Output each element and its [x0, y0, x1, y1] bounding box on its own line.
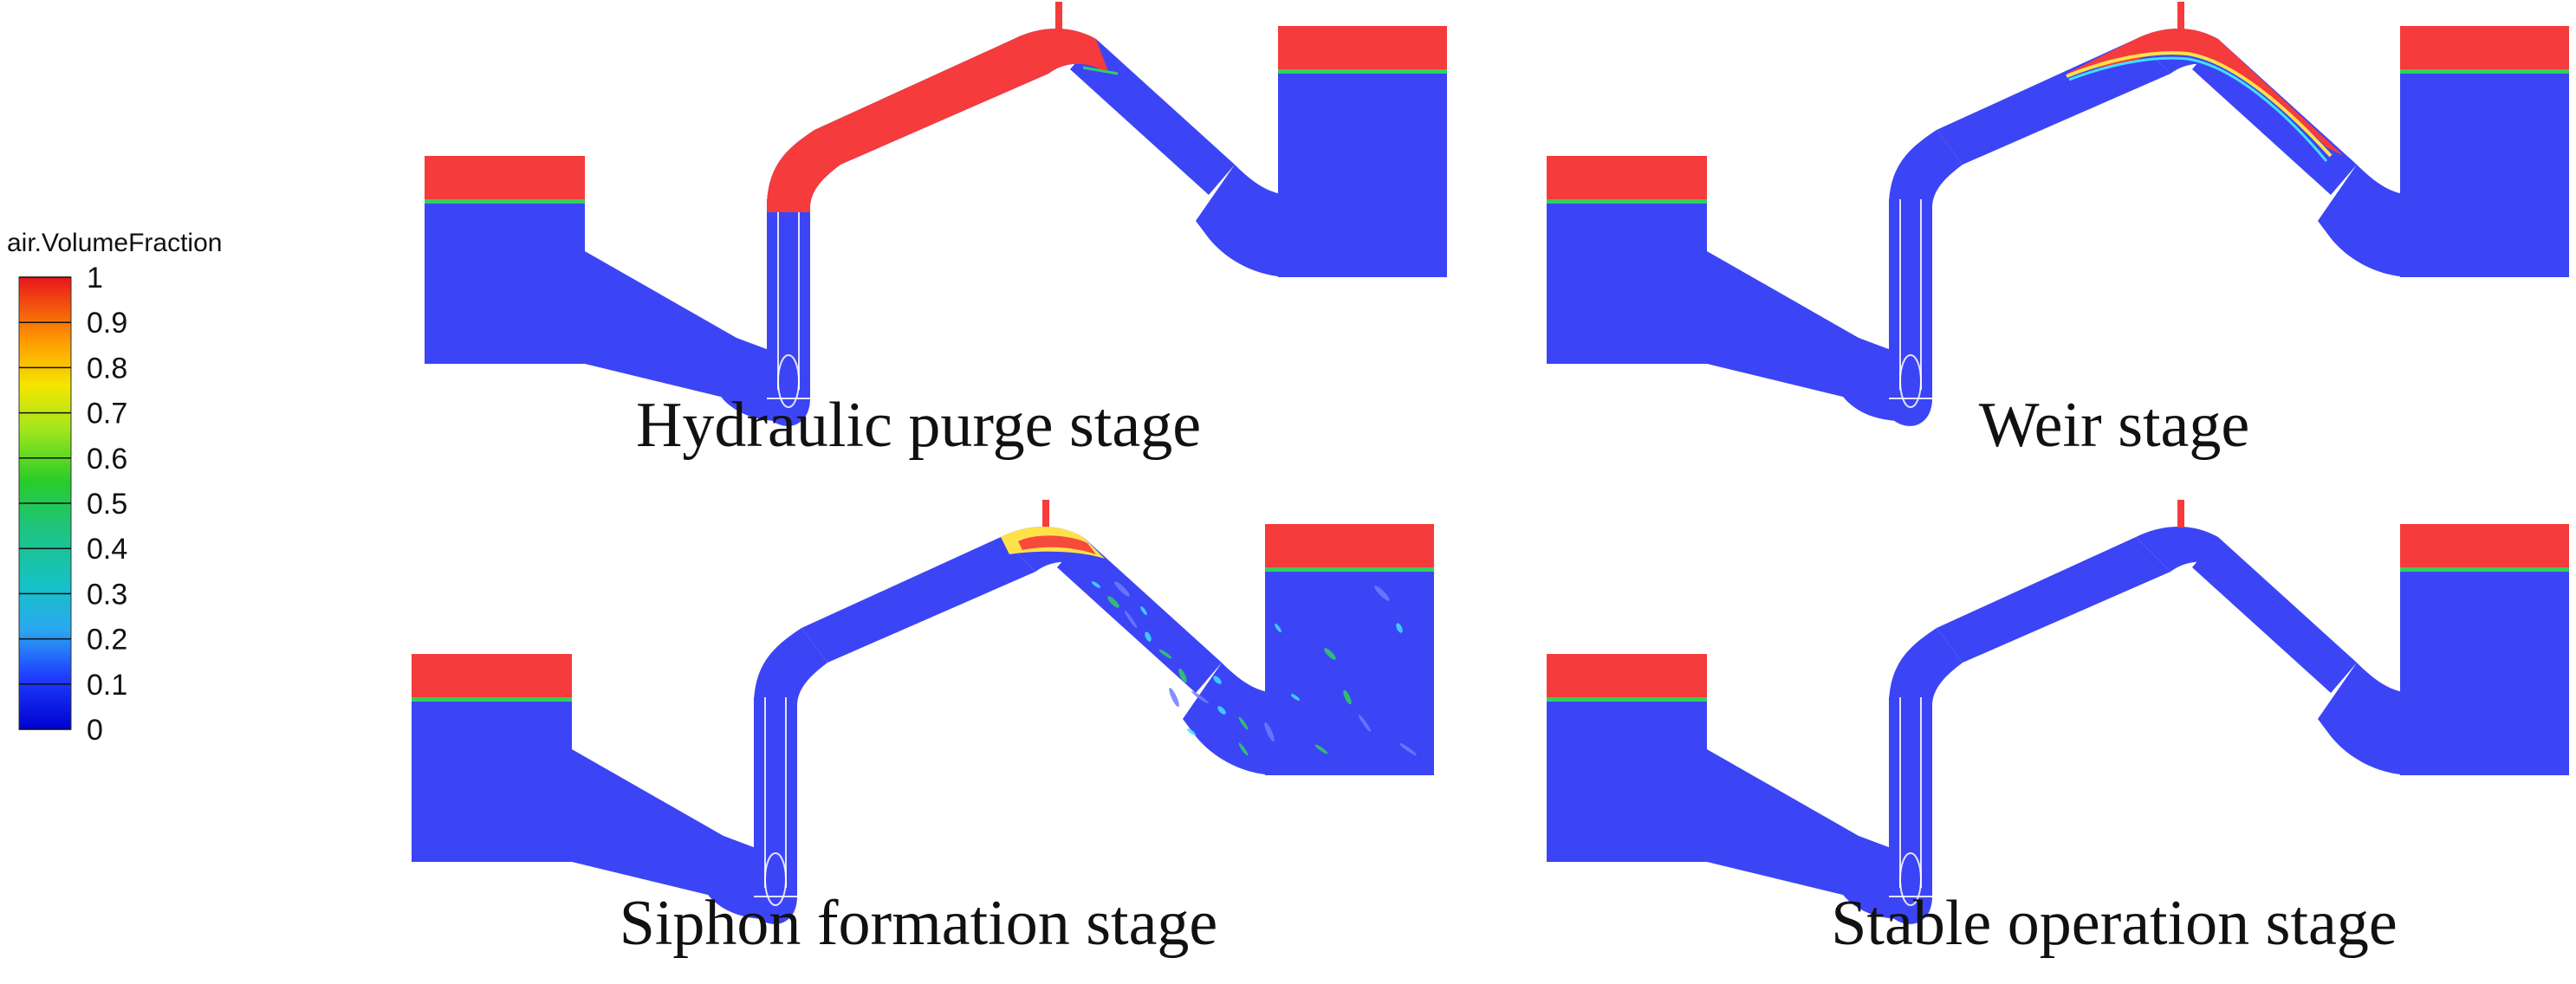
air-bubble [1238, 716, 1249, 730]
downstream-interface [2400, 567, 2569, 572]
legend-tick-label: 1 [87, 262, 103, 295]
air-bubble [1145, 631, 1152, 642]
air-bubble [1343, 689, 1352, 705]
panel-caption: Siphon formation stage [620, 888, 1218, 959]
legend-tick-label: 0.9 [87, 307, 127, 340]
legend-tick-label: 0.6 [87, 443, 127, 476]
siphon-water-body [1547, 524, 2569, 924]
downstream-interface [1265, 567, 1434, 572]
crest-interface [1082, 66, 1119, 75]
legend-tick-label: 0.1 [87, 669, 127, 702]
air-bubble [1324, 648, 1336, 660]
legend-title: air.VolumeFraction [7, 229, 222, 257]
riser-inner-wall [764, 697, 787, 888]
air-bubble [1314, 744, 1328, 754]
panel-caption: Hydraulic purge stage [636, 390, 1201, 461]
weir-interface-cyan [2068, 56, 2328, 162]
air-bubble [1140, 605, 1147, 616]
riser-valve-outline [1899, 354, 1922, 408]
air-bubble [1213, 676, 1222, 684]
panel-purge [425, 2, 1447, 426]
panel-caption: Weir stage [1979, 390, 2250, 461]
riser-air-cap [767, 199, 810, 210]
upstream-interface [412, 697, 572, 702]
legend: air.VolumeFraction 1 0.9 0.8 0.7 0.6 0.5 0.4 0.… [7, 229, 222, 747]
air-bubble [1399, 742, 1417, 756]
legend-tick-label: 0.5 [87, 488, 127, 521]
panel-weir [1547, 2, 2569, 426]
air-bubble [1264, 722, 1275, 741]
riser-inner-wall [777, 199, 800, 390]
air-bubble [1275, 623, 1282, 633]
siphon-water-body [412, 524, 1434, 924]
pipe-air-pocket [767, 28, 1109, 212]
upstream-interface [425, 199, 585, 204]
downstream-air-layer [1278, 26, 1447, 71]
riser-valve-outline [1899, 852, 1922, 906]
entrained-bubbles [1091, 581, 1417, 756]
panel-stable [1547, 500, 2569, 924]
upstream-air-layer [1547, 156, 1707, 201]
legend-tick-label: 0.4 [87, 533, 127, 566]
crest-vent [2177, 2, 2184, 29]
upstream-interface [1547, 697, 1707, 702]
air-bubble [1358, 715, 1372, 732]
stable-vent-air [2177, 500, 2184, 510]
downstream-air-layer [2400, 26, 2569, 71]
legend-tick-label: 0.7 [87, 398, 127, 430]
air-bubble [1290, 694, 1301, 701]
upstream-air-layer [1547, 654, 1707, 699]
downstream-air-layer [1265, 524, 1434, 569]
downstream-interface [2400, 69, 2569, 74]
riser-valve-outline [764, 852, 787, 906]
legend-tick-label: 0.8 [87, 352, 127, 385]
air-bubble [1396, 623, 1403, 633]
downstream-interface [1278, 69, 1447, 74]
crest-vent [1055, 2, 1062, 29]
upstream-air-layer [425, 156, 585, 201]
riser-inner-wall [1899, 697, 1922, 888]
air-bubble [1169, 688, 1179, 707]
air-bubble [1191, 690, 1209, 704]
air-bubble [1158, 649, 1172, 659]
air-bubble [1178, 668, 1187, 683]
legend-tick-label: 0.3 [87, 578, 127, 611]
crest-air-core [1018, 535, 1096, 554]
riser-inner-wall [1899, 199, 1922, 390]
legend-tick-label: 0.2 [87, 624, 127, 657]
panel-caption: Stable operation stage [1831, 888, 2397, 959]
legend-tick-label: 0 [87, 714, 103, 747]
legend-ticks: 1 0.9 0.8 0.7 0.6 0.5 0.4 0.3 0.2 0.1 0 [19, 262, 127, 747]
air-bubble [1124, 611, 1138, 628]
downstream-air-layer [2400, 524, 2569, 569]
weir-interface-yellow [2066, 51, 2333, 158]
riser-valve-outline [777, 354, 800, 408]
siphon-water-body [1547, 26, 2569, 426]
panel-formation [412, 500, 1434, 924]
air-bubble [1091, 581, 1101, 588]
air-bubble [1238, 742, 1249, 756]
crest-vent [1042, 500, 1049, 528]
crest-vent [2177, 500, 2184, 528]
upstream-air-layer [412, 654, 572, 699]
air-bubble [1186, 728, 1197, 735]
upstream-interface [1547, 199, 1707, 204]
air-bubble [1114, 581, 1130, 597]
air-bubble [1374, 586, 1390, 601]
air-bubble [1107, 596, 1119, 608]
air-bubble [1217, 706, 1226, 715]
